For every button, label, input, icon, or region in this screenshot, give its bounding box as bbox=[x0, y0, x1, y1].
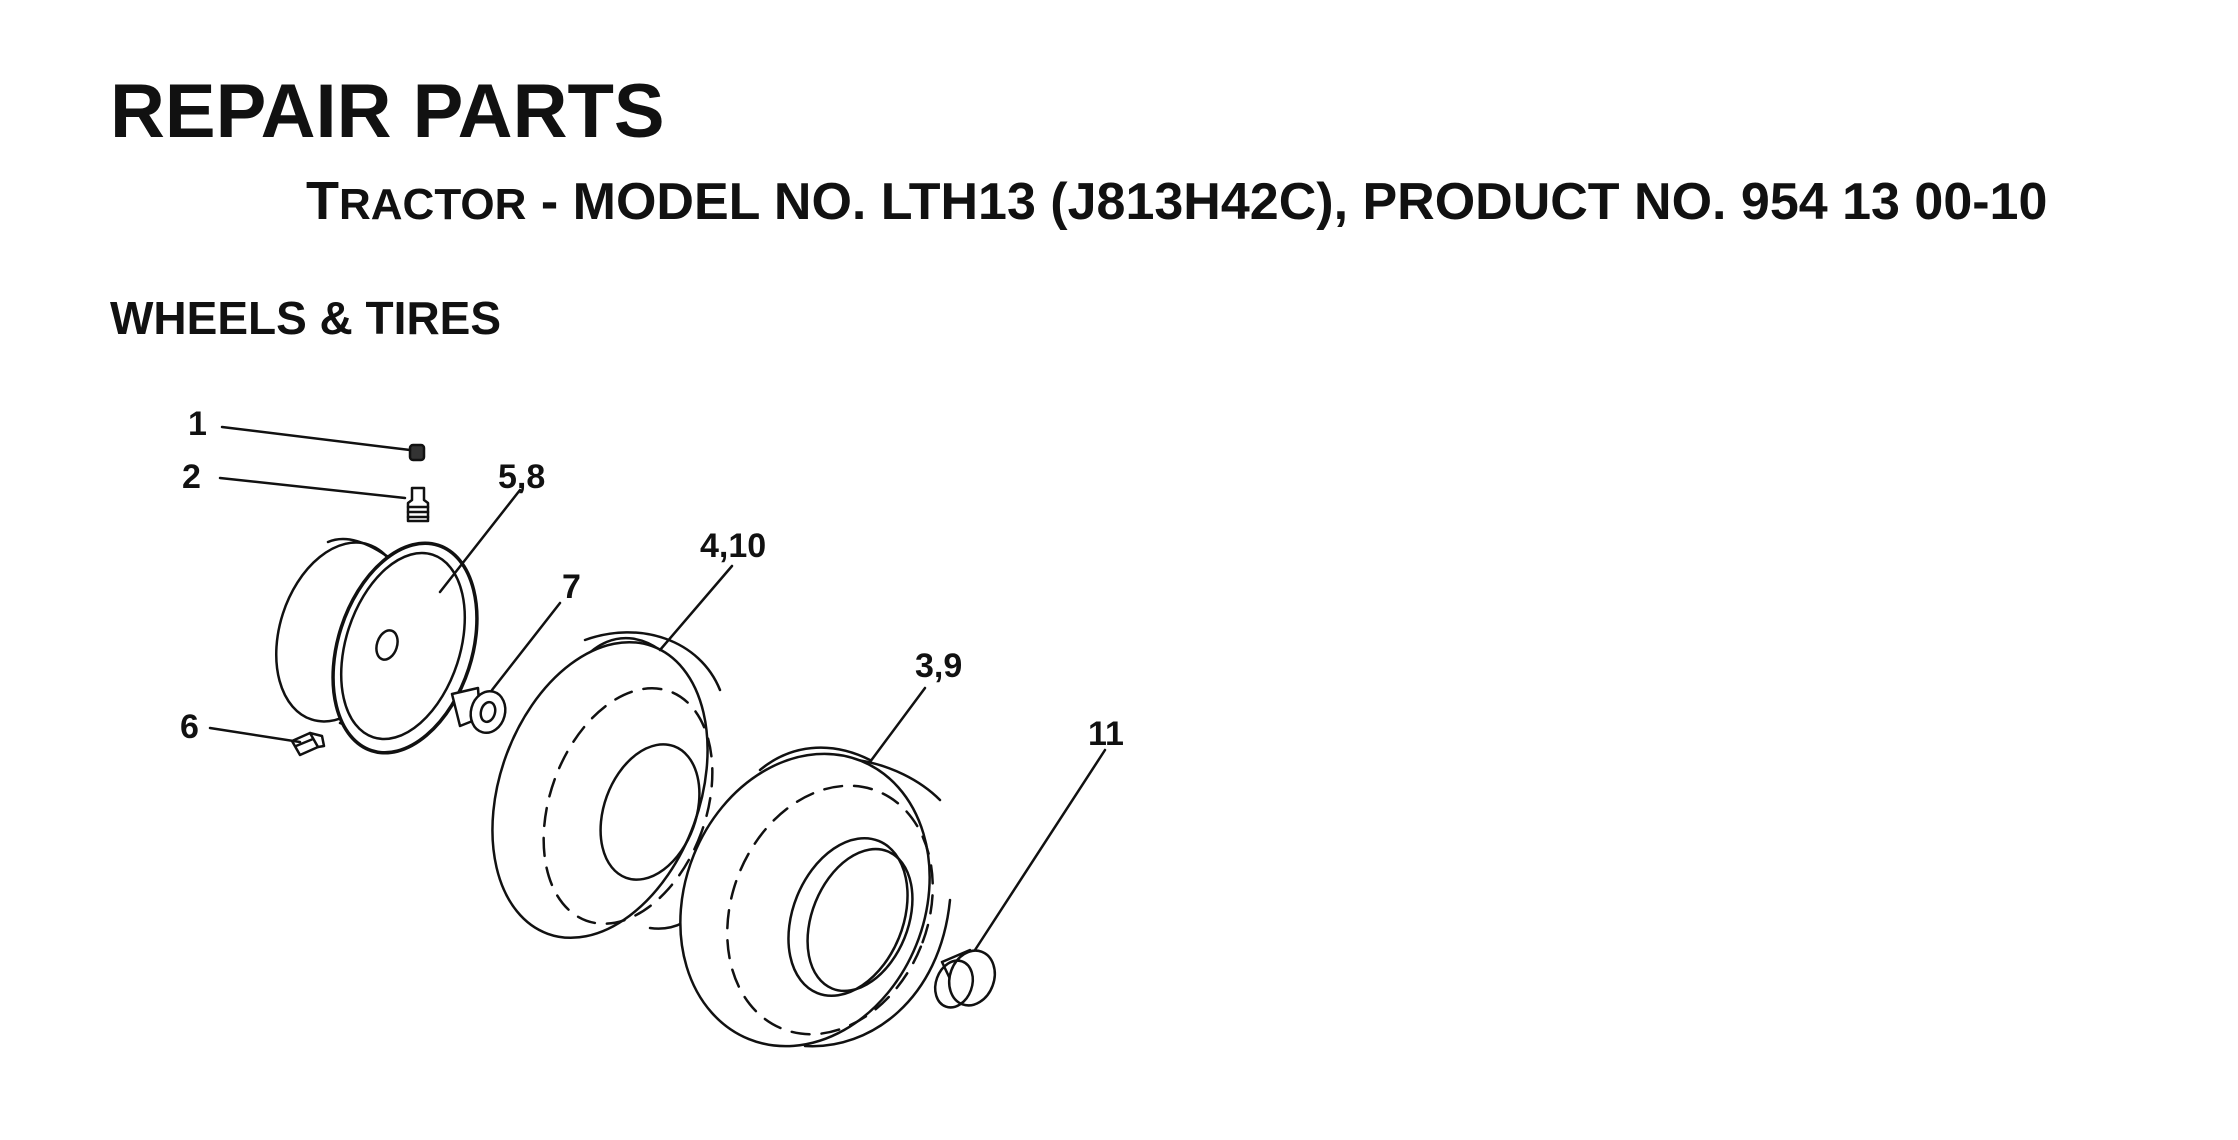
leader-line-1 bbox=[220, 425, 412, 452]
callout-4-10: 4,10 bbox=[700, 527, 766, 565]
subtitle-rest: - MODEL NO. LTH13 (J813H42C), PRODUCT NO… bbox=[526, 173, 2048, 231]
callout-5-8: 5,8 bbox=[498, 458, 545, 496]
leader-line-7 bbox=[490, 601, 562, 692]
part-front-tire bbox=[491, 631, 724, 940]
subtitle-smallcaps: RACTOR bbox=[339, 180, 527, 229]
leader-line-3-9 bbox=[868, 686, 927, 764]
part-valve-stem bbox=[406, 486, 430, 523]
leader-line-2 bbox=[218, 476, 407, 500]
callout-7: 7 bbox=[562, 568, 581, 606]
leader-line-5-8 bbox=[438, 488, 522, 594]
part-rim bbox=[274, 537, 479, 755]
callout-11: 11 bbox=[1088, 715, 1124, 753]
callout-1: 1 bbox=[188, 405, 207, 443]
callout-2: 2 bbox=[182, 458, 201, 496]
part-valve-cap bbox=[408, 443, 426, 462]
leader-line-4-10 bbox=[658, 564, 734, 652]
page-subtitle: TRACTOR - MODEL NO. LTH13 (J813H42C), PR… bbox=[306, 174, 2047, 228]
callout-6: 6 bbox=[180, 708, 199, 746]
page-title: REPAIR PARTS bbox=[110, 69, 665, 154]
callout-3-9: 3,9 bbox=[915, 647, 962, 685]
leader-line-11 bbox=[973, 748, 1107, 952]
section-title: WHEELS & TIRES bbox=[110, 292, 502, 344]
part-bushing bbox=[450, 686, 507, 735]
leader-line-6 bbox=[208, 726, 302, 744]
subtitle-first-letter: T bbox=[306, 171, 339, 231]
part-rear-tire bbox=[679, 746, 952, 1048]
part-hub-spacer bbox=[933, 948, 997, 1009]
part-grease-fitting bbox=[290, 731, 326, 757]
